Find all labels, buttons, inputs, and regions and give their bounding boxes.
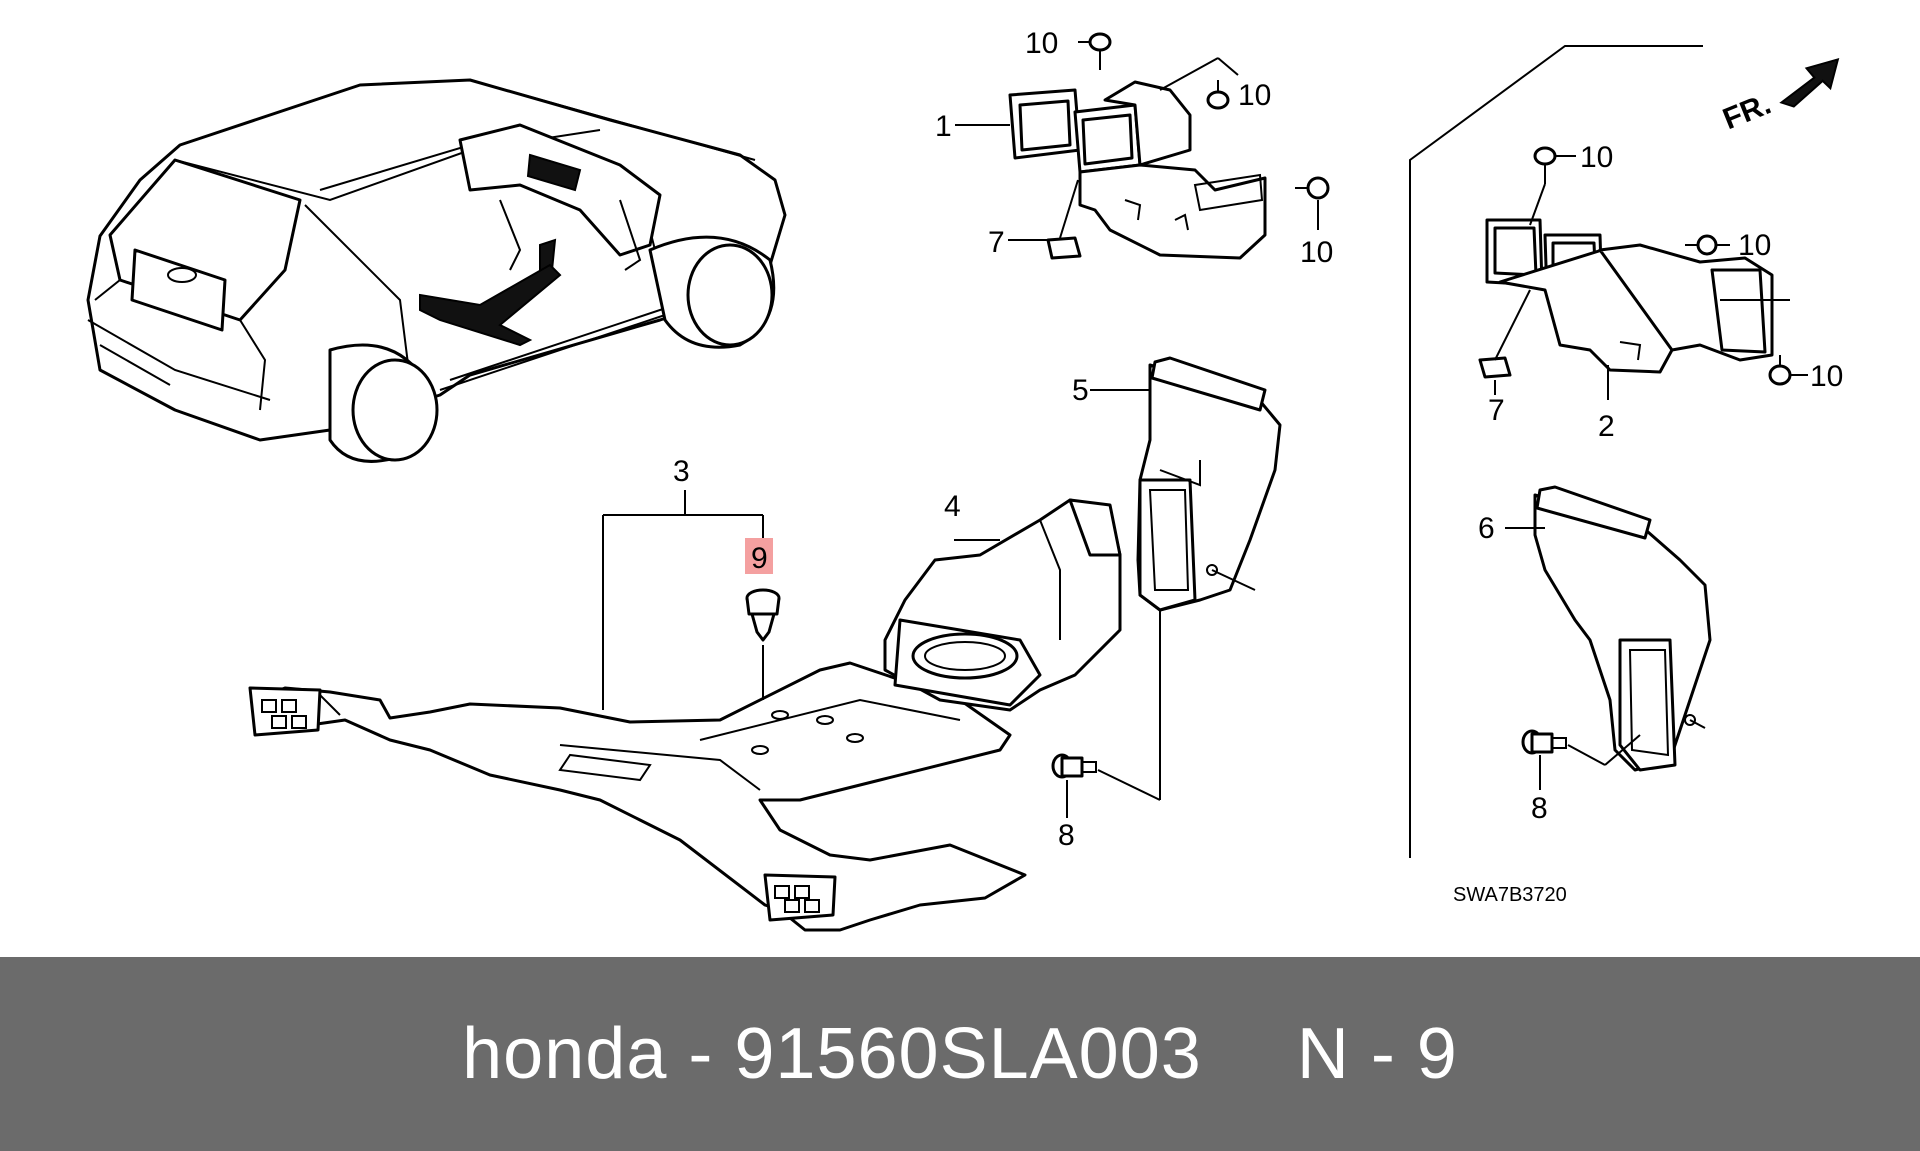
callout-9: 9 <box>751 542 768 575</box>
diagram-code: SWA7B3720 <box>1453 884 1567 906</box>
part-10-screw <box>1206 80 1230 110</box>
callout-10: 10 <box>1738 229 1771 262</box>
part-9-clip <box>745 588 781 642</box>
part-7-clip <box>1478 356 1512 379</box>
callout-10: 10 <box>1300 236 1333 269</box>
callout-1: 1 <box>935 110 952 143</box>
part-number: 91560SLA003 <box>734 1014 1202 1094</box>
callout-7: 7 <box>988 226 1005 259</box>
part-3-floor-duct <box>248 661 1027 932</box>
separator: - <box>688 1014 714 1094</box>
callout-8: 8 <box>1531 792 1548 825</box>
highlight-box <box>745 538 773 574</box>
reference-label: N - 9 <box>1296 1014 1458 1094</box>
part-10-screw <box>1295 176 1330 200</box>
part-7-clip <box>1046 236 1082 260</box>
part-10-screw <box>1088 32 1112 70</box>
parts-diagram: FR. 1 2 3 4 5 6 7 7 8 8 9 10 10 10 10 10… <box>86 27 1843 932</box>
front-direction-indicator: FR. <box>1718 58 1840 137</box>
part-4-duct <box>883 498 1122 712</box>
part-6-duct <box>1533 485 1712 772</box>
callout-2: 2 <box>1598 410 1615 443</box>
callout-3: 3 <box>673 455 690 488</box>
callout-labels: 1 2 3 4 5 6 7 7 8 8 9 10 10 10 10 10 10 <box>673 27 1843 852</box>
callout-7: 7 <box>1488 394 1505 427</box>
part-8-bolt <box>1521 729 1567 755</box>
callout-10: 10 <box>1238 79 1271 112</box>
part-10-screw <box>1685 234 1718 256</box>
part-2-duct <box>1485 218 1774 374</box>
callout-4: 4 <box>944 490 961 523</box>
vehicle-illustration <box>86 78 787 463</box>
sub-panel-border <box>1409 45 1703 858</box>
part-10-screw <box>1533 146 1557 184</box>
front-label: FR. <box>1718 88 1775 137</box>
part-5-duct <box>1136 356 1282 612</box>
part-8-bolt <box>1051 753 1097 779</box>
callout-10: 10 <box>1025 27 1058 60</box>
callout-8: 8 <box>1058 819 1075 852</box>
part-number-bar: honda - 91560SLA003 N - 9 <box>0 957 1920 1151</box>
callout-6: 6 <box>1478 512 1495 545</box>
leader-lines <box>602 41 1808 818</box>
callout-10: 10 <box>1810 360 1843 393</box>
callout-10: 10 <box>1580 141 1613 174</box>
brand-name: honda <box>462 1014 668 1094</box>
callout-5: 5 <box>1072 374 1089 407</box>
callout-9-highlighted: 9 <box>745 538 773 575</box>
part-10-screw <box>1768 355 1792 386</box>
part-1-duct <box>1008 80 1267 260</box>
